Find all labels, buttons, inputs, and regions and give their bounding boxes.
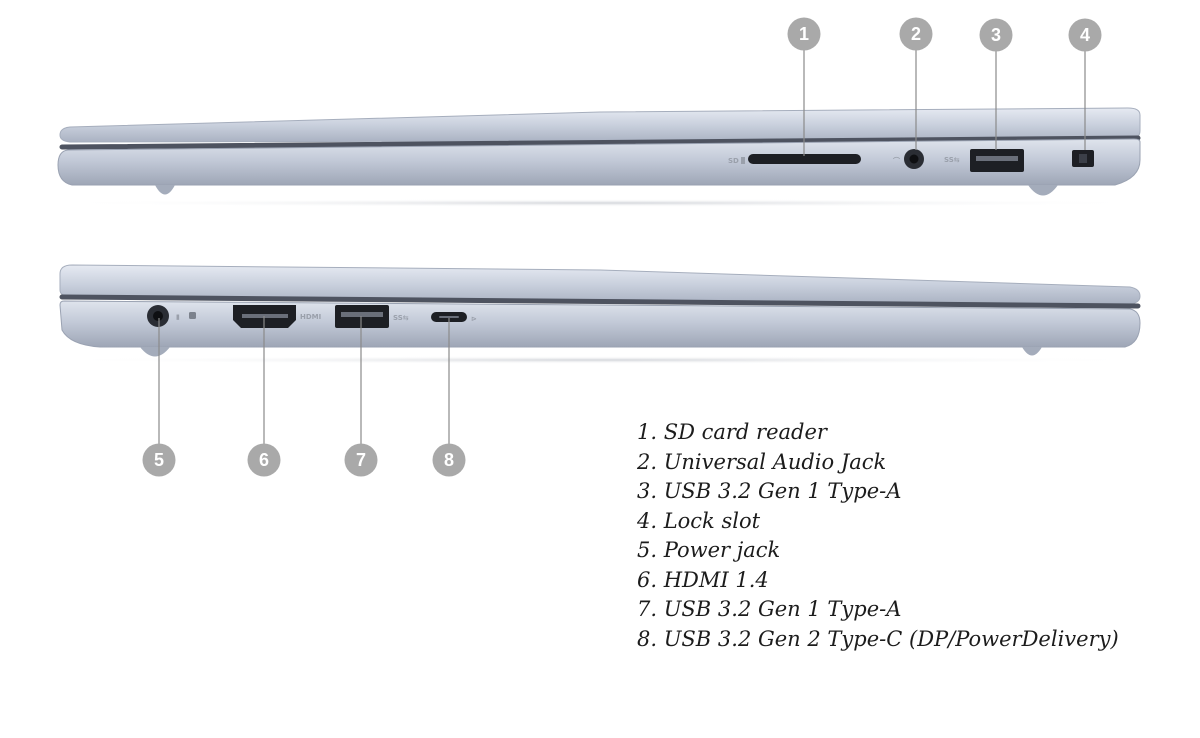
hdmi-port-label: HDMI [300, 313, 321, 321]
leader-lines [158, 50, 1086, 444]
legend-item-4: 4. Lock slot [637, 508, 761, 533]
right-side-foot-right [1028, 185, 1058, 196]
callout-circle-6 [247, 443, 281, 477]
left-side-seam [59, 294, 1141, 309]
usb-a-tongue-right [976, 156, 1018, 161]
power-led [189, 312, 196, 319]
power-icon: ▮ [176, 313, 180, 321]
callout-6: 6 [247, 443, 281, 477]
callout-circle-7 [344, 443, 378, 477]
callout-circle-3 [979, 18, 1013, 52]
power-jack-hole [153, 311, 163, 321]
callout-8: 8 [432, 443, 466, 477]
callout-number-5: 5 [154, 450, 164, 470]
right-side-seam [59, 135, 1141, 150]
left-side-foot-right [1022, 347, 1042, 356]
callout-number-8: 8 [444, 450, 454, 470]
right-side-foot-left [155, 185, 175, 195]
right-side-base [57, 138, 1141, 186]
legend-item-3: 3. USB 3.2 Gen 1 Type-A [637, 479, 902, 503]
left-side-base [59, 300, 1141, 348]
sd-port-label: SD [728, 157, 739, 165]
audio-jack-hole [909, 154, 919, 164]
sd-card-slot [748, 154, 861, 164]
callout-2: 2 [899, 17, 933, 51]
callout-circle-5 [142, 443, 176, 477]
callout-number-2: 2 [911, 24, 921, 44]
usb-c-tongue [439, 316, 459, 318]
legend-item-1: 1. SD card reader [637, 420, 827, 444]
usb-ss-label-left: SS⇆ [393, 314, 409, 322]
power-delivery-icon: ⊳ [471, 315, 477, 323]
port-legend: 1. SD card reader 2. Universal Audio Jac… [637, 418, 1119, 654]
callout-circle-8 [432, 443, 466, 477]
legend-item-8: 8. USB 3.2 Gen 2 Type-C (DP/PowerDeliver… [637, 626, 1119, 651]
callout-1: 1 [787, 17, 821, 51]
callout-number-3: 3 [991, 25, 1001, 45]
callout-number-7: 7 [356, 450, 366, 470]
hdmi-contacts [242, 314, 288, 318]
headphone-icon: ⌒ [892, 156, 901, 165]
callout-7: 7 [344, 443, 378, 477]
callout-3: 3 [979, 18, 1013, 52]
lock-slot-inner [1079, 154, 1087, 163]
legend-item-5: 5. Power jack [637, 538, 781, 562]
callout-number-4: 4 [1080, 25, 1090, 45]
callout-number-1: 1 [799, 24, 809, 44]
sd-card-icon [741, 157, 745, 164]
left-side-foot-left [140, 347, 170, 357]
callout-circle-2 [899, 17, 933, 51]
callout-4: 4 [1068, 18, 1102, 52]
legend-item-7: 7. USB 3.2 Gen 1 Type-A [637, 597, 902, 621]
legend-item-6: 6. HDMI 1.4 [637, 567, 769, 592]
usb-ss-label-right: SS⇆ [944, 156, 960, 164]
callout-circle-1 [787, 17, 821, 51]
right-side-shadow [40, 199, 1160, 207]
callout-number-6: 6 [259, 450, 269, 470]
laptop-right-side-view: SD ⌒ SS⇆ [40, 107, 1160, 207]
callout-circle-4 [1068, 18, 1102, 52]
callout-5: 5 [142, 443, 176, 477]
left-side-shadow [40, 356, 1160, 364]
usb-a-tongue-left [341, 312, 383, 317]
laptop-left-side-view: ▮ HDMI SS⇆ ⊳ [40, 264, 1160, 364]
legend-item-2: 2. Universal Audio Jack [637, 449, 887, 474]
